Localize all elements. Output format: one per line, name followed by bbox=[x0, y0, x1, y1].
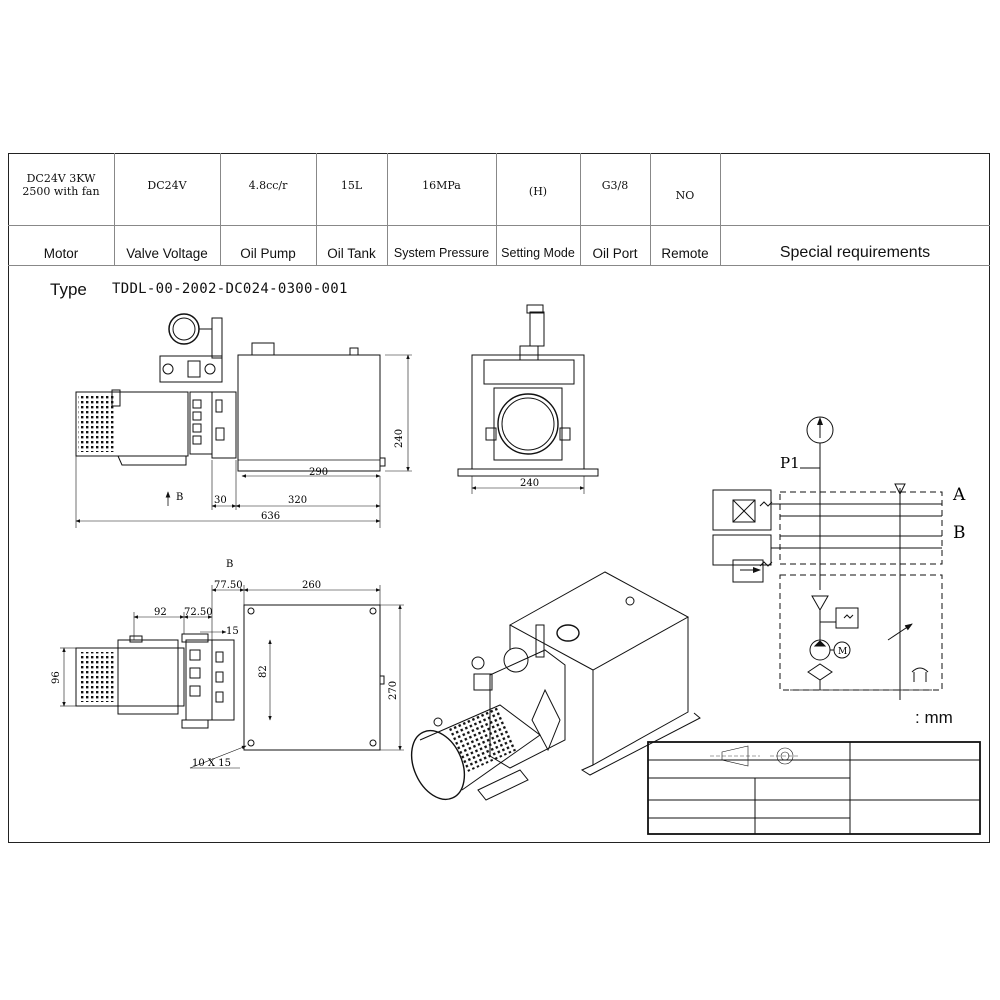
top-view bbox=[60, 585, 404, 769]
table-col-divider bbox=[580, 153, 581, 266]
side-tank bbox=[237, 354, 381, 472]
table-col-divider bbox=[220, 153, 221, 266]
iso-tank-top bbox=[508, 571, 690, 671]
table-col-divider bbox=[387, 153, 388, 266]
projection-symbol bbox=[721, 745, 749, 767]
table-col-divider bbox=[114, 153, 115, 266]
spec-value-valve-voltage: DC24V bbox=[147, 178, 187, 192]
spec-value-oil-tank: 15L bbox=[340, 178, 363, 192]
spec-value-setting-mode: (H) bbox=[528, 184, 548, 198]
spec-header-system-pressure: System Pressure bbox=[393, 246, 490, 260]
dim-side-height: 240 bbox=[394, 429, 405, 448]
schematic-motor-label: M bbox=[838, 647, 847, 657]
table-bottom-border bbox=[8, 265, 990, 266]
side-motor bbox=[75, 391, 189, 457]
spec-header-oil-port: Oil Port bbox=[592, 245, 638, 261]
spec-value-motor: DC24V 3KW 2500 with fan bbox=[22, 172, 100, 198]
table-row-divider bbox=[8, 225, 990, 226]
spec-value-remote: NO bbox=[675, 188, 695, 202]
dim-top-motor-height: 96 bbox=[51, 671, 62, 684]
iso-motor-end bbox=[410, 729, 466, 801]
side-relief-valve bbox=[159, 355, 223, 383]
dim-side-tank-width: 290 bbox=[309, 467, 328, 478]
drawing-sheet-border bbox=[8, 153, 990, 843]
dim-top-port-spacing: 82 bbox=[258, 665, 269, 678]
dim-top-tank-length: 260 bbox=[302, 580, 321, 591]
dim-side-total-length: 636 bbox=[261, 511, 280, 522]
side-filler-cap bbox=[251, 342, 275, 356]
spec-value-oil-port: G3/8 bbox=[601, 178, 629, 192]
spec-value-oil-pump: 4.8cc/r bbox=[248, 178, 288, 192]
schematic-relief-valve bbox=[835, 607, 859, 629]
dim-top-offset-b: 92 bbox=[154, 607, 167, 618]
iso-motor-body bbox=[419, 704, 541, 791]
top-view-label: B bbox=[226, 559, 233, 570]
dim-top-slot: 10 X 15 bbox=[192, 758, 231, 769]
motor-vent-grill bbox=[78, 396, 116, 452]
side-view bbox=[75, 313, 412, 528]
end-view bbox=[457, 304, 599, 494]
dim-top-offset-a: 77.50 bbox=[214, 580, 243, 591]
table-col-divider bbox=[316, 153, 317, 266]
spec-header-motor: Motor bbox=[43, 245, 79, 261]
side-view-marker: B bbox=[176, 492, 183, 503]
schematic-filter bbox=[807, 663, 833, 681]
type-code: TDDL-00-2002-DC024-0300-001 bbox=[112, 281, 348, 297]
port-p1: P1 bbox=[780, 454, 800, 472]
dim-top-offset-d: 15 bbox=[226, 626, 239, 637]
end-solenoid-valve bbox=[483, 359, 575, 385]
port-a: A bbox=[952, 485, 966, 505]
dim-side-offset: 30 bbox=[214, 495, 227, 506]
hydraulic-schematic bbox=[712, 416, 943, 700]
spec-header-valve-voltage: Valve Voltage bbox=[126, 245, 208, 261]
table-col-divider bbox=[720, 153, 721, 266]
spec-header-setting-mode: Setting Mode bbox=[501, 246, 575, 260]
end-relief-valve bbox=[529, 311, 545, 347]
dim-top-offset-c: 72.50 bbox=[184, 607, 213, 618]
spec-table: DC24V 3KW 2500 with fan DC24V 4.8cc/r 15… bbox=[8, 153, 990, 266]
schematic-check-valve bbox=[811, 595, 829, 612]
spec-header-remote: Remote bbox=[661, 245, 709, 261]
dim-top-tank-depth: 270 bbox=[388, 681, 399, 700]
top-motor bbox=[75, 647, 185, 707]
spec-header-special-requirements: Special requirements bbox=[779, 244, 931, 261]
schematic-directional-valve bbox=[712, 489, 773, 583]
port-b: B bbox=[953, 523, 966, 543]
spec-header-oil-pump: Oil Pump bbox=[240, 245, 296, 261]
spec-header-oil-tank: Oil Tank bbox=[327, 245, 376, 261]
type-label: Type bbox=[50, 280, 87, 299]
dim-end-width: 240 bbox=[520, 478, 539, 489]
table-col-divider bbox=[650, 153, 651, 266]
isometric-view bbox=[410, 571, 701, 801]
title-block bbox=[647, 741, 981, 835]
table-col-divider bbox=[496, 153, 497, 266]
end-motor-flange bbox=[497, 393, 559, 455]
dim-side-base-length: 320 bbox=[288, 495, 307, 506]
end-tank bbox=[471, 354, 585, 470]
spec-value-system-pressure: 16MPa bbox=[422, 178, 461, 192]
unit-label: : mm bbox=[915, 708, 953, 727]
